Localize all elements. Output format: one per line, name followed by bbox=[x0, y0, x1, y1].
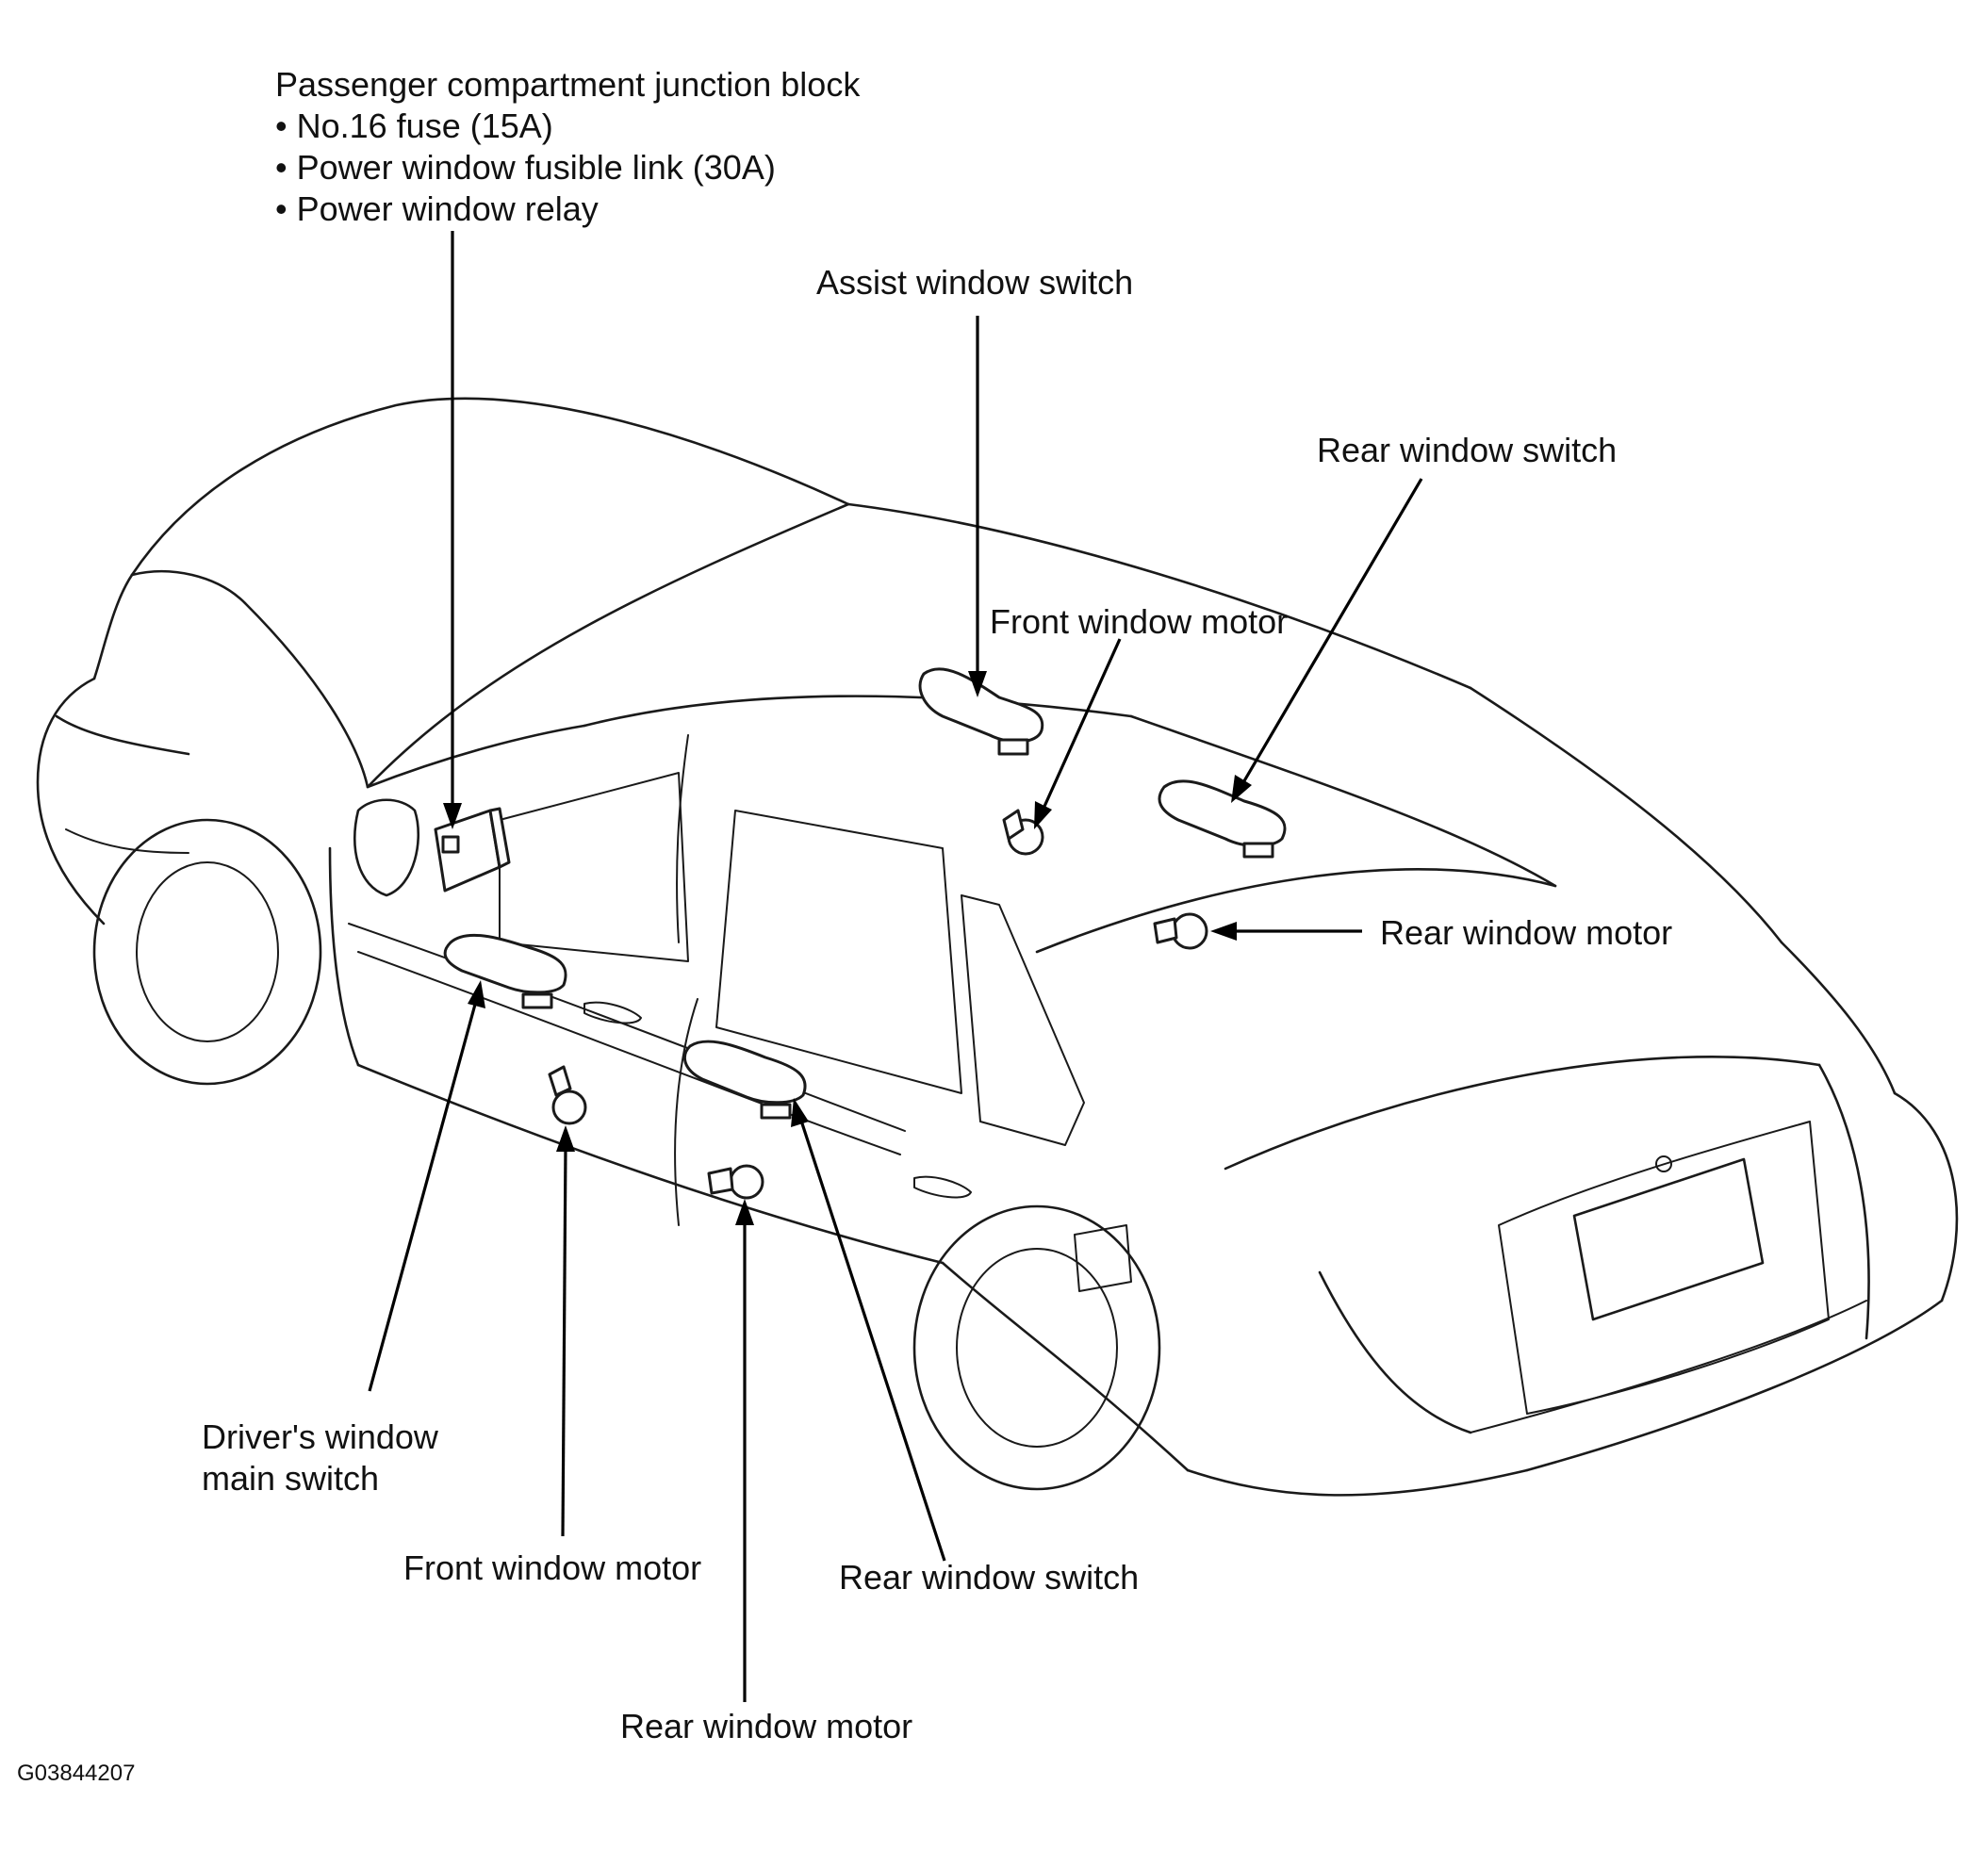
junction-block-item-relay: • Power window relay bbox=[275, 189, 599, 228]
rear-window-motor-left-component bbox=[707, 1164, 764, 1200]
assist-window-switch-label: Assist window switch bbox=[816, 263, 1134, 302]
junction-block-label: Passenger compartment junction block • N… bbox=[275, 64, 860, 230]
arrowhead-front-motor-left bbox=[556, 1125, 575, 1152]
arrowhead-rear-motor-right bbox=[1210, 922, 1237, 941]
car-body bbox=[36, 397, 1959, 1497]
front-window-motor-left-label: Front window motor bbox=[403, 1548, 702, 1587]
drivers-window-main-switch-label: Driver's window main switch bbox=[202, 1417, 438, 1499]
rear-window-motor-right-component bbox=[1153, 912, 1208, 950]
arrowhead-rear-motor-left bbox=[735, 1199, 754, 1225]
arrowhead-drivers-main-switch bbox=[468, 980, 485, 1008]
figure-code: G03844207 bbox=[17, 1761, 136, 1786]
rear-window-switch-left-component bbox=[682, 1040, 807, 1120]
drivers-window-main-switch-line2: main switch bbox=[202, 1459, 380, 1498]
junction-block-title: Passenger compartment junction block bbox=[275, 65, 861, 104]
drivers-window-main-switch-component bbox=[443, 933, 567, 1009]
leader-front-motor-right bbox=[1041, 638, 1122, 811]
leader-drivers-main-switch bbox=[368, 1000, 478, 1392]
drivers-window-main-switch-line1: Driver's window bbox=[202, 1417, 438, 1456]
front-wheel bbox=[92, 818, 322, 1086]
junction-block-item-fusible-link: • Power window fusible link (30A) bbox=[275, 148, 776, 187]
junction-block-item-fuse: • No.16 fuse (15A) bbox=[275, 106, 553, 145]
arrowhead-front-motor-right bbox=[1034, 801, 1052, 829]
arrowhead-junction-block bbox=[443, 803, 462, 829]
junction-block-component bbox=[434, 807, 511, 893]
rear-window-switch-left-label: Rear window switch bbox=[839, 1558, 1140, 1597]
front-window-motor-right-label: Front window motor bbox=[990, 602, 1289, 641]
rear-window-motor-right-label: Rear window motor bbox=[1380, 913, 1673, 952]
arrowhead-assist-switch bbox=[968, 671, 987, 697]
front-window-motor-left-component bbox=[548, 1065, 587, 1125]
leader-lines bbox=[368, 231, 1423, 1702]
assist-window-switch-component bbox=[918, 667, 1044, 756]
arrowhead-rear-switch-right bbox=[1231, 775, 1252, 803]
leader-front-motor-left bbox=[561, 1145, 567, 1537]
rear-wheel bbox=[912, 1204, 1161, 1491]
rear-window-switch-right-component bbox=[1158, 779, 1287, 859]
rear-window-motor-left-label: Rear window motor bbox=[620, 1707, 913, 1745]
front-window-motor-right-component bbox=[1002, 809, 1044, 856]
leader-rear-switch-left bbox=[798, 1117, 946, 1562]
leader-rear-switch-right bbox=[1240, 478, 1423, 785]
arrowhead-rear-switch-left bbox=[791, 1098, 809, 1127]
rear-window-switch-right-label: Rear window switch bbox=[1317, 431, 1618, 469]
